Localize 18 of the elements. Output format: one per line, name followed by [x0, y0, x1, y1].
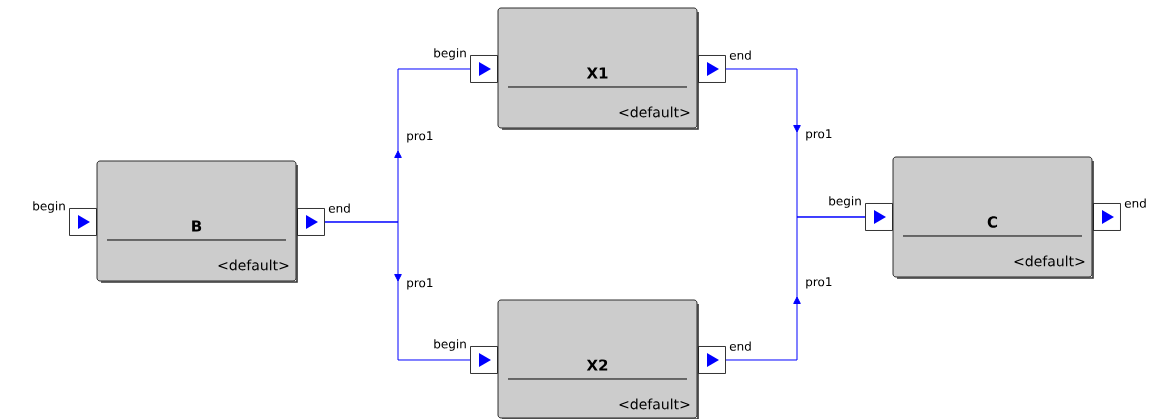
port-label: begin [434, 339, 466, 351]
port-label: end [1124, 198, 1146, 208]
edge-label: pro1 [405, 130, 435, 144]
port-label: end [729, 341, 751, 351]
process-block: X1 <default> [497, 7, 699, 130]
port-label: end [729, 50, 751, 60]
port-label: begin [829, 196, 861, 208]
process-block: X2 <default> [497, 299, 699, 419]
edge-label: pro1 [804, 128, 834, 142]
process-block: C <default> [892, 156, 1094, 279]
connector [725, 216, 866, 361]
port-label: begin [434, 48, 466, 60]
process-block: B <default> [96, 160, 298, 283]
port-label: begin [33, 201, 65, 213]
connector [324, 221, 471, 361]
edge-label: pro1 [804, 276, 834, 290]
edge-label: pro1 [405, 277, 435, 291]
port-label: end [328, 203, 350, 213]
